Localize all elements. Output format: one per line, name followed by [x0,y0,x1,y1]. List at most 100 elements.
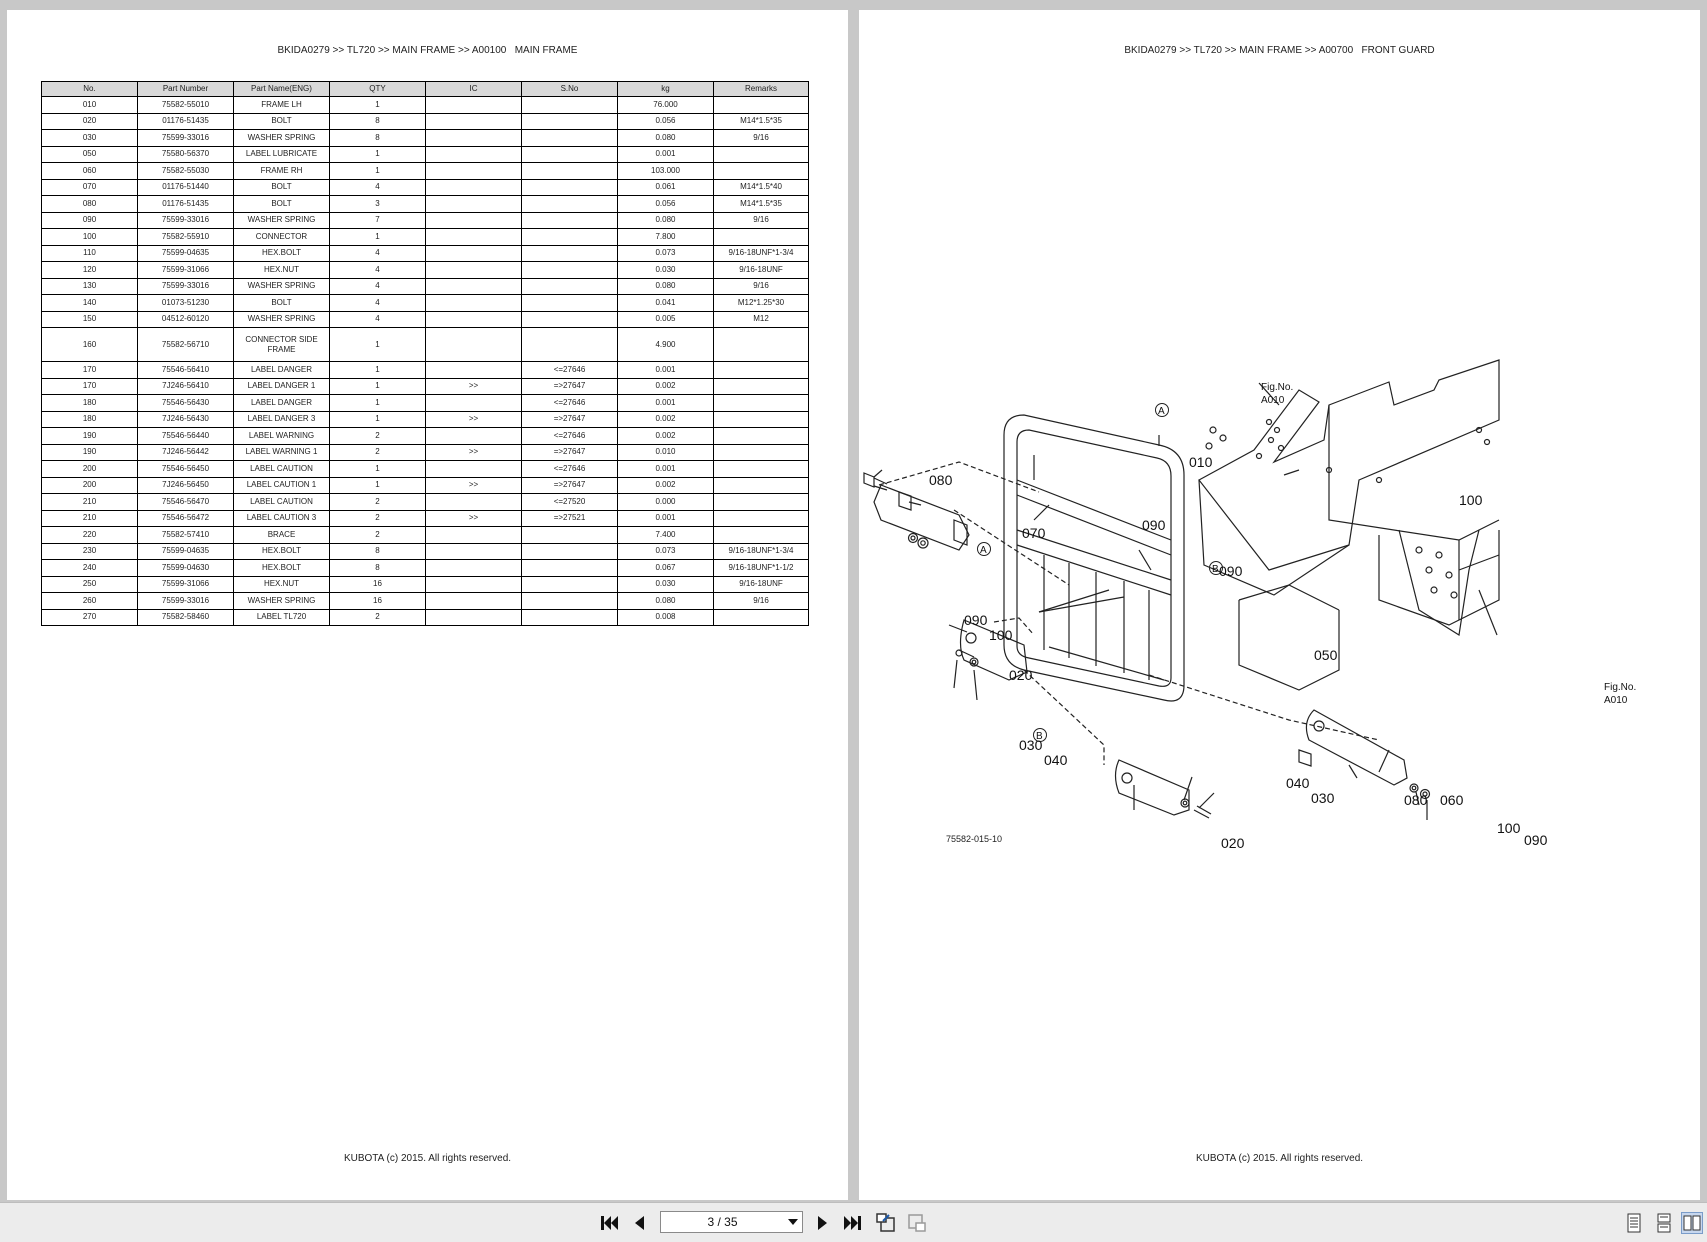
single-page-icon [1627,1213,1641,1233]
table-cell: 240 [41,559,138,577]
last-page-button[interactable] [841,1212,863,1234]
callout-020: 020 [1221,835,1245,851]
table-cell: 190 [41,443,138,461]
table-cell: 75599-31066 [137,575,234,593]
table-cell [521,129,618,147]
table-cell [521,228,618,246]
exploded-parts-diagram: A A B B Fig.No. A010 Fig.No. A010 010 08… [863,359,1636,851]
table-cell [425,145,522,163]
go-back-view-icon [876,1213,895,1232]
callout-030: 030 [1311,790,1335,806]
table-cell: 9/16 [713,129,809,147]
column-header: Remarks [713,81,809,97]
table-cell: 9/16 [713,211,809,229]
table-cell: 16 [329,575,426,593]
table-cell [521,559,618,577]
page-number-field[interactable]: 3 / 35 [660,1211,803,1233]
table-cell: WASHER SPRING [233,277,330,295]
continuous-view-button[interactable] [1653,1212,1675,1234]
next-page-button[interactable] [812,1212,834,1234]
single-page-view-button[interactable] [1623,1212,1645,1234]
table-cell: >> [425,476,522,494]
table-cell: 75599-04635 [137,244,234,262]
callout-100: 100 [1497,820,1521,836]
table-cell: 0.061 [617,178,714,196]
table-cell: <=27646 [521,427,618,445]
table-cell: M14*1.5*40 [713,178,809,196]
callout-100: 100 [989,627,1013,643]
callout-070: 070 [1022,525,1046,541]
table-cell: 140 [41,294,138,312]
table-cell: 75546-56440 [137,427,234,445]
go-back-button[interactable] [875,1212,897,1234]
table-cell: 0.008 [617,608,714,626]
table-cell: >> [425,377,522,395]
table-cell [521,526,618,544]
column-header: kg [617,81,714,97]
table-cell: 75546-56472 [137,509,234,527]
callout-090: 090 [1142,517,1166,533]
first-page-button[interactable] [599,1212,621,1234]
table-cell [521,96,618,114]
table-cell [425,310,522,328]
table-cell [521,608,618,626]
table-cell: 0.001 [617,361,714,379]
table-cell [521,294,618,312]
table-cell: >> [425,443,522,461]
table-cell: 4.900 [617,327,714,362]
table-cell: 1 [329,377,426,395]
table-cell: WASHER SPRING [233,129,330,147]
table-cell: WASHER SPRING [233,310,330,328]
table-cell: =>27647 [521,377,618,395]
facing-pages-view-button[interactable] [1681,1212,1703,1234]
table-cell: 2 [329,493,426,511]
table-cell: 0.041 [617,294,714,312]
table-cell: LABEL DANGER 1 [233,377,330,395]
table-cell: 4 [329,310,426,328]
table-cell: 1 [329,228,426,246]
table-cell: 0.056 [617,195,714,213]
column-header: No. [41,81,138,97]
table-cell: LABEL WARNING [233,427,330,445]
triangle-left-icon [635,1216,644,1230]
callout-060: 060 [1440,792,1464,808]
table-cell: BOLT [233,112,330,130]
go-forward-view-icon [908,1214,926,1232]
table-cell: 75546-56410 [137,361,234,379]
table-cell: 4 [329,261,426,279]
table-cell: 1 [329,410,426,428]
table-cell [425,427,522,445]
table-cell: 180 [41,410,138,428]
table-cell: 7.800 [617,228,714,246]
table-cell: 260 [41,592,138,610]
table-cell [425,277,522,295]
table-cell [425,559,522,577]
table-cell [713,526,809,544]
table-cell: 1 [329,162,426,180]
table-cell: 75599-04630 [137,559,234,577]
table-cell: LABEL DANGER [233,361,330,379]
table-cell: 01176-51440 [137,178,234,196]
table-cell: LABEL WARNING 1 [233,443,330,461]
table-cell: HEX.NUT [233,575,330,593]
ref-marker-b: B [1212,564,1219,575]
table-cell: 4 [329,244,426,262]
table-cell [425,178,522,196]
table-cell: 0.080 [617,592,714,610]
table-cell: 4 [329,277,426,295]
callout-040: 040 [1286,775,1310,791]
table-cell: 0.005 [617,310,714,328]
facing-pages-icon [1683,1215,1701,1231]
table-cell: 75599-33016 [137,129,234,147]
previous-page-button[interactable] [628,1212,650,1234]
page-indicator: 3 / 35 [707,1215,738,1229]
table-cell: 75582-56710 [137,327,234,362]
go-forward-button[interactable] [906,1212,928,1234]
